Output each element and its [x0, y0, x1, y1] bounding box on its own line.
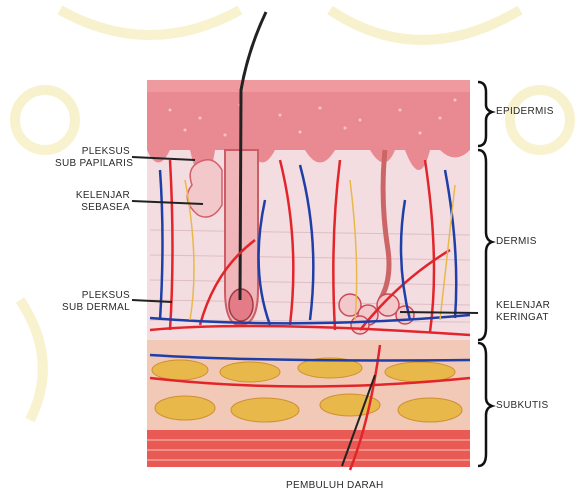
label-pembuluh-darah: PEMBULUH DARAH [286, 480, 384, 492]
sebaceous-gland [187, 160, 222, 217]
label-line: KERINGAT [496, 312, 550, 324]
label-epidermis: EPIDERMIS [496, 106, 554, 118]
fascia-band [147, 430, 470, 467]
stratum-corneum [147, 80, 470, 92]
label-line: KELENJAR [55, 190, 130, 202]
label-line: PLEKSUS [45, 290, 130, 302]
label-line: SEBASEA [55, 202, 130, 214]
label-kelenjar-sebasea: KELENJAR SEBASEA [55, 190, 130, 214]
label-kelenjar-keringat: KELENJAR KERINGAT [496, 300, 550, 324]
label-pleksus-sub-dermal: PLEKSUS SUB DERMAL [45, 290, 130, 314]
label-line: SUB DERMAL [45, 302, 130, 314]
label-dermis: DERMIS [496, 236, 537, 248]
label-line: KELENJAR [496, 300, 550, 312]
layer-braces [478, 82, 492, 466]
label-pleksus-sub-papilaris: PLEKSUS SUB PAPILARIS [55, 146, 130, 170]
label-line: SUB PAPILARIS [55, 158, 130, 170]
label-subkutis: SUBKUTIS [496, 400, 548, 412]
label-line: PLEKSUS [55, 146, 130, 158]
